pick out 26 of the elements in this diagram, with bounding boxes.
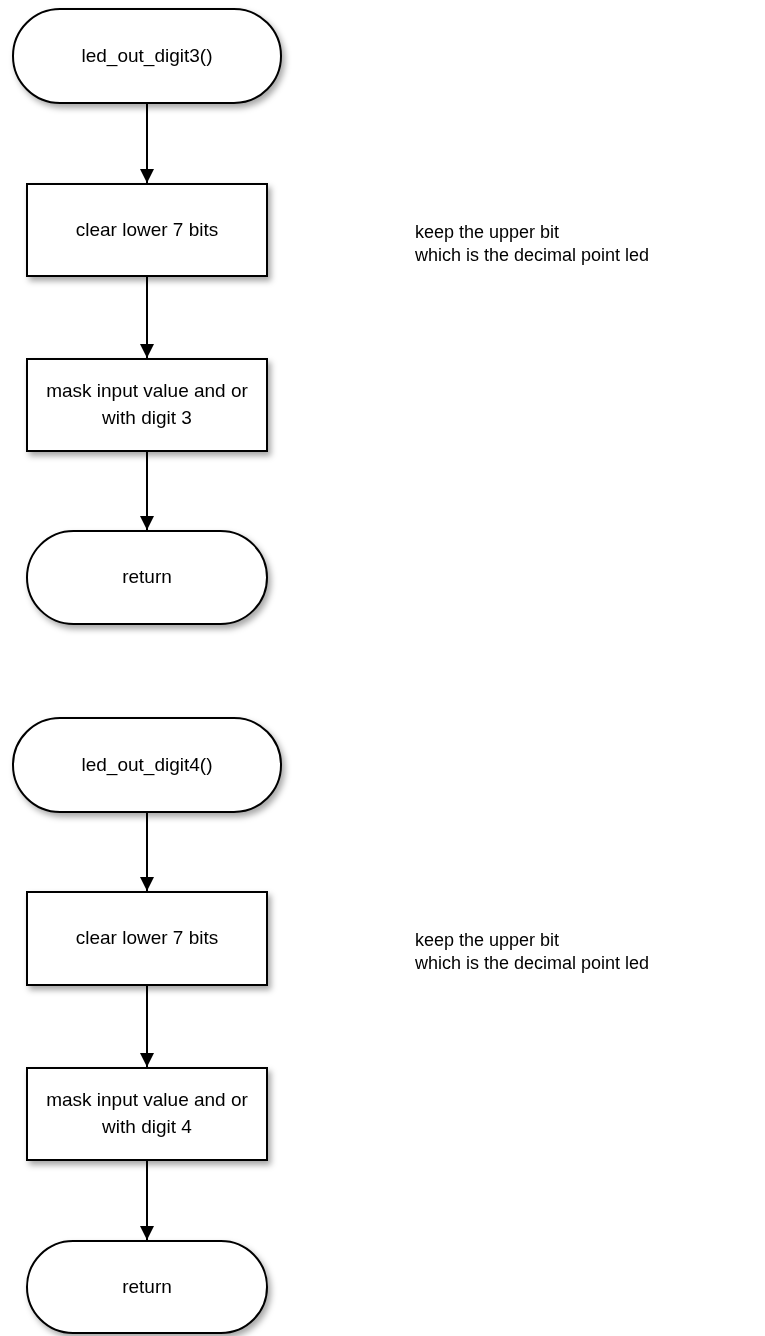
annotation-note: which is the decimal point led (415, 244, 650, 268)
process-box (26, 891, 268, 986)
node-label: clear lower 7 bits (74, 217, 220, 242)
node-label: return (121, 565, 173, 590)
terminal-shape (26, 1240, 268, 1334)
annotation-note: keep the upper bit (415, 221, 561, 244)
terminal-shape (12, 717, 282, 813)
arrow (140, 451, 154, 531)
arrow (140, 1160, 154, 1241)
process-box (26, 1067, 268, 1161)
terminal-shape (26, 530, 268, 625)
arrow (140, 812, 154, 892)
arrow (140, 103, 154, 184)
arrow (140, 276, 154, 359)
annotation-note: which is the decimal point led (415, 952, 650, 976)
node-label: mask input value and or with digit 4 (45, 1088, 249, 1139)
terminal-shape (12, 8, 282, 104)
arrow (140, 985, 154, 1068)
node-label: led_out_digit3() (80, 43, 214, 69)
process-box (26, 183, 268, 277)
process-box (26, 358, 268, 452)
annotation-note: keep the upper bit (415, 929, 561, 952)
node-label: led_out_digit4() (80, 752, 214, 778)
node-label: return (121, 1274, 173, 1299)
node-label: clear lower 7 bits (74, 926, 220, 951)
node-label: mask input value and or with digit 3 (45, 379, 249, 430)
